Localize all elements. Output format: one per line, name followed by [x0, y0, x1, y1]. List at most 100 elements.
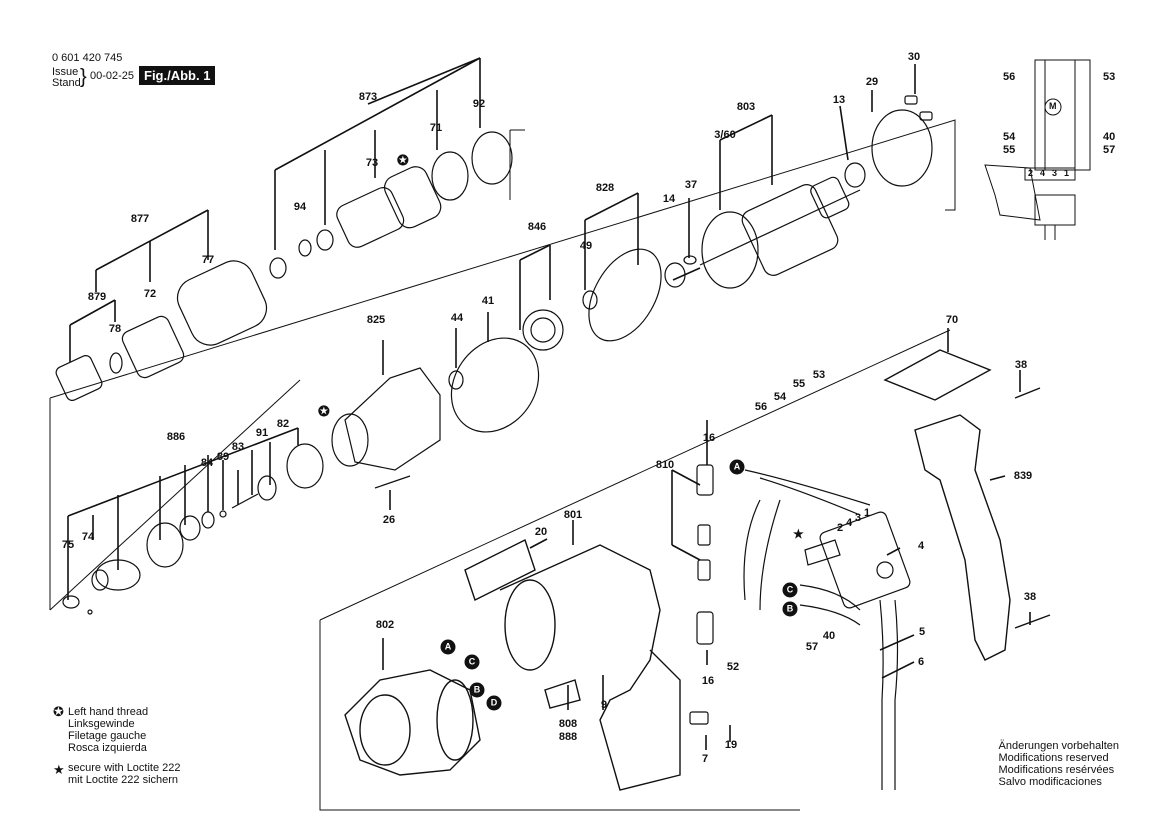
clutch-parts — [62, 443, 324, 615]
part-label: 37 — [684, 179, 698, 191]
part-label: 89 — [216, 451, 230, 463]
part-label: 879 — [87, 291, 107, 303]
inset-terminal: 2 — [1028, 168, 1034, 178]
part-label: 9 — [600, 699, 608, 711]
loctite-star-icon: ★ — [793, 527, 804, 541]
part-label: 7 — [701, 753, 709, 765]
part-label: 30 — [907, 51, 921, 63]
inset-label: 57 — [1103, 144, 1116, 156]
part-label: 74 — [81, 531, 95, 543]
switch-wiring — [743, 469, 911, 790]
left-hand-thread-icon: ✪ — [397, 152, 409, 168]
part-label: 40 — [822, 630, 836, 642]
figure-label: Fig./Abb. 1 — [139, 66, 216, 85]
switch-terminal: 1 — [864, 507, 871, 519]
part-label: 13 — [832, 94, 846, 106]
part-label: 72 — [143, 288, 157, 300]
inset-terminal: 1 — [1064, 168, 1070, 178]
field-assembly — [344, 669, 481, 776]
part-label: 49 — [579, 240, 593, 252]
part-label: 38 — [1014, 359, 1028, 371]
part-label: 5 — [918, 626, 926, 638]
motor-symbol: M — [1049, 101, 1057, 111]
right-panel-frame — [319, 329, 951, 621]
part-number: 0 601 420 745 — [52, 52, 123, 64]
loctite-star-icon: ★ — [53, 762, 65, 777]
marker-b: B — [782, 601, 798, 617]
chuck-parts — [55, 131, 513, 401]
part-label: 70 — [945, 314, 959, 326]
stand-label: Stand — [52, 77, 81, 89]
marker-d: D — [486, 695, 502, 711]
part-label: 71 — [429, 122, 443, 134]
marker-c: C — [782, 582, 798, 598]
modification-notes: Änderungen vorbehalten Modifications res… — [998, 740, 1119, 788]
inset-label: 56 — [1003, 71, 1016, 83]
part-label: 888 — [558, 731, 578, 743]
switch-terminal: 3 — [855, 512, 862, 524]
part-label: 56 — [754, 401, 768, 413]
inset-terminal: 3 — [1052, 168, 1058, 178]
armature — [699, 95, 933, 289]
part-label: 78 — [108, 323, 122, 335]
inset-label: 40 — [1103, 131, 1116, 143]
inset-label: 54 — [1003, 131, 1016, 143]
part-label: 846 — [527, 221, 547, 233]
legend-loctite: ★ secure with Loctite 222 mit Loctite 22… — [53, 762, 181, 786]
part-label: 16 — [701, 675, 715, 687]
inset-terminal: 4 — [1040, 168, 1046, 178]
part-label: 94 — [293, 201, 307, 213]
brush-parts — [689, 464, 714, 725]
part-label: 84 — [200, 457, 214, 469]
upper-panel-frame — [49, 119, 956, 399]
part-label: 26 — [382, 514, 396, 526]
part-label: 38 — [1023, 591, 1037, 603]
legend-left-hand-thread: ✪ Left hand thread Linksgewinde Filetage… — [53, 704, 149, 754]
part-label: 73 — [365, 157, 379, 169]
part-label: 825 — [366, 314, 386, 326]
marker-a: A — [440, 639, 456, 655]
part-label: 877 — [130, 213, 150, 225]
leader-lines — [67, 57, 1031, 750]
inset-label: 55 — [1003, 144, 1016, 156]
issue-label: Issue — [52, 66, 79, 78]
part-label: 82 — [276, 418, 290, 430]
part-label: 91 — [255, 427, 269, 439]
motor-housing — [464, 539, 681, 791]
part-label: 801 — [563, 509, 583, 521]
part-label: 16 — [702, 432, 716, 444]
part-label: 886 — [166, 431, 186, 443]
brace: } — [80, 66, 87, 88]
part-label: 53 — [812, 369, 826, 381]
part-label: 83 — [231, 441, 245, 453]
part-label: 19 — [724, 739, 738, 751]
part-label: 20 — [534, 526, 548, 538]
part-label: 6 — [917, 656, 925, 668]
part-label: 54 — [773, 391, 787, 403]
inset-label: 53 — [1103, 71, 1116, 83]
handle — [883, 349, 1051, 661]
part-label: 4 — [917, 540, 925, 552]
part-label: 803 — [736, 101, 756, 113]
part-label: 810 — [655, 459, 675, 471]
part-label: 52 — [726, 661, 740, 673]
part-label: 92 — [472, 98, 486, 110]
part-label: 839 — [1013, 470, 1033, 482]
gear-housing — [331, 367, 441, 489]
part-label: 44 — [450, 312, 464, 324]
marker-c: C — [464, 654, 480, 670]
lower-panel-frame — [49, 379, 301, 611]
marker-a: A — [729, 459, 745, 475]
gear-parts — [448, 248, 697, 433]
part-label: 55 — [792, 378, 806, 390]
wiring-inset — [984, 59, 1091, 240]
part-label: 77 — [201, 254, 215, 266]
issue-date: 00-02-25 — [90, 70, 135, 82]
switch-terminal: 4 — [846, 517, 853, 529]
part-label: 41 — [481, 295, 495, 307]
marker-b: B — [469, 682, 485, 698]
left-hand-thread-icon: ✪ — [318, 403, 330, 419]
part-label: 57 — [805, 641, 819, 653]
part-label: 873 — [358, 91, 378, 103]
